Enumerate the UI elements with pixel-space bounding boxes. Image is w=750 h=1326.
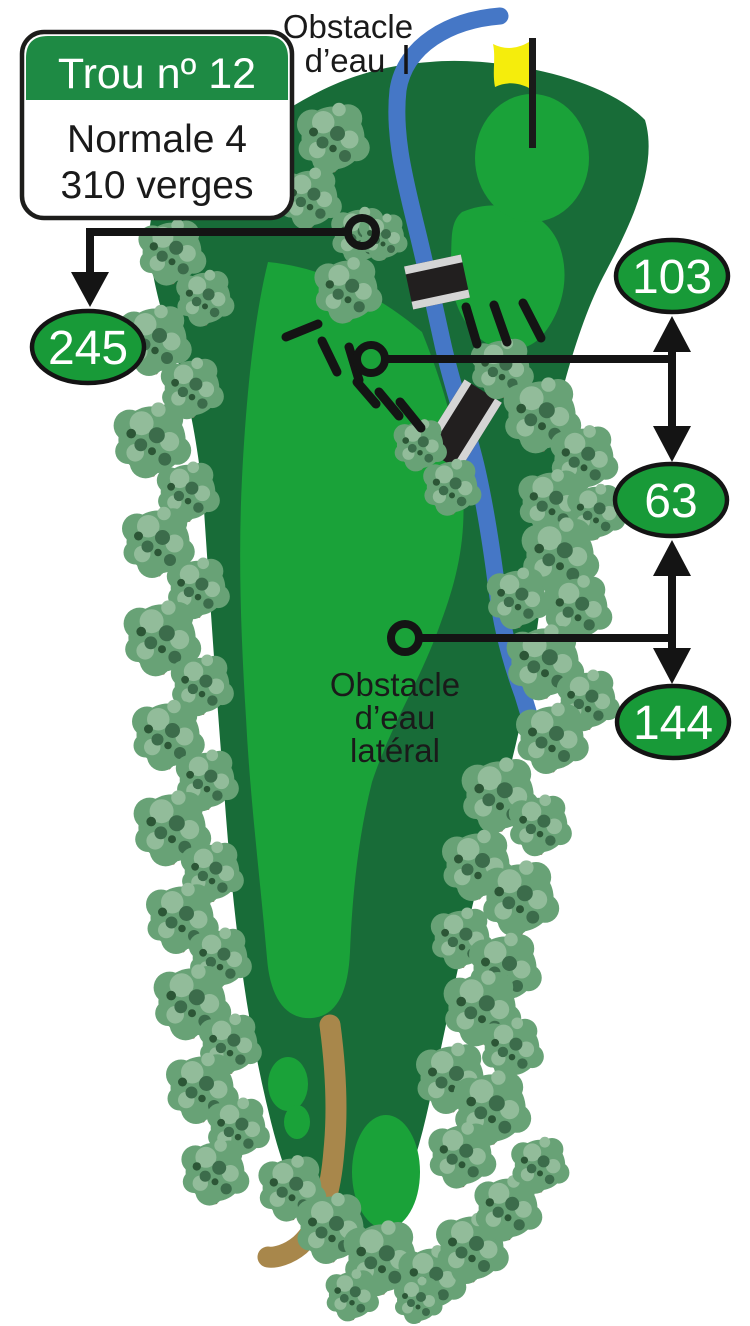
distance-marker-63: 63 xyxy=(612,461,730,539)
title-card-header xyxy=(26,36,288,100)
distance-marker-103: 103 xyxy=(613,237,731,315)
distance-marker-144: 144 xyxy=(614,683,732,761)
hazard-top-line2: d’eau xyxy=(305,42,386,79)
measurement-lines xyxy=(71,214,691,684)
title-card: Trou nº 12 Normale 4 310 verges xyxy=(19,29,295,221)
distance-value-63: 63 xyxy=(644,475,697,528)
flagstick xyxy=(493,38,536,148)
hole-number-label: Trou nº 12 xyxy=(58,50,256,98)
mound-hash-marks xyxy=(281,298,546,433)
flag xyxy=(493,42,529,88)
water-hazard-label-lateral: Obstacle d’eau latéral xyxy=(330,666,460,769)
distance-marker-245: 245 xyxy=(29,308,147,386)
hazard-lateral-line2: d’eau xyxy=(355,699,436,736)
tee-box-main xyxy=(352,1115,420,1229)
marker-ring-144 xyxy=(387,620,423,656)
yardage-label: 310 verges xyxy=(61,164,254,207)
tee-box-forward-2 xyxy=(284,1105,310,1139)
bridge-upper xyxy=(404,254,470,310)
cart-path xyxy=(257,1014,347,1268)
approach-area xyxy=(450,205,565,350)
distance-value-103: 103 xyxy=(632,251,712,304)
putting-green xyxy=(475,94,589,222)
distance-value-144: 144 xyxy=(633,697,713,750)
marker-ring-245 xyxy=(344,214,380,250)
hazard-lateral-line3: latéral xyxy=(350,732,440,769)
hazard-lateral-line1: Obstacle xyxy=(330,666,460,703)
par-label: Normale 4 xyxy=(67,118,247,161)
tee-box-forward xyxy=(268,1057,308,1111)
marker-ring-103 xyxy=(353,341,389,377)
water-hazard-label-top: Obstacle d’eau xyxy=(283,8,413,79)
distance-value-245: 245 xyxy=(48,322,128,375)
flag-pole xyxy=(529,38,536,148)
hazard-top-line1: Obstacle xyxy=(283,8,413,45)
